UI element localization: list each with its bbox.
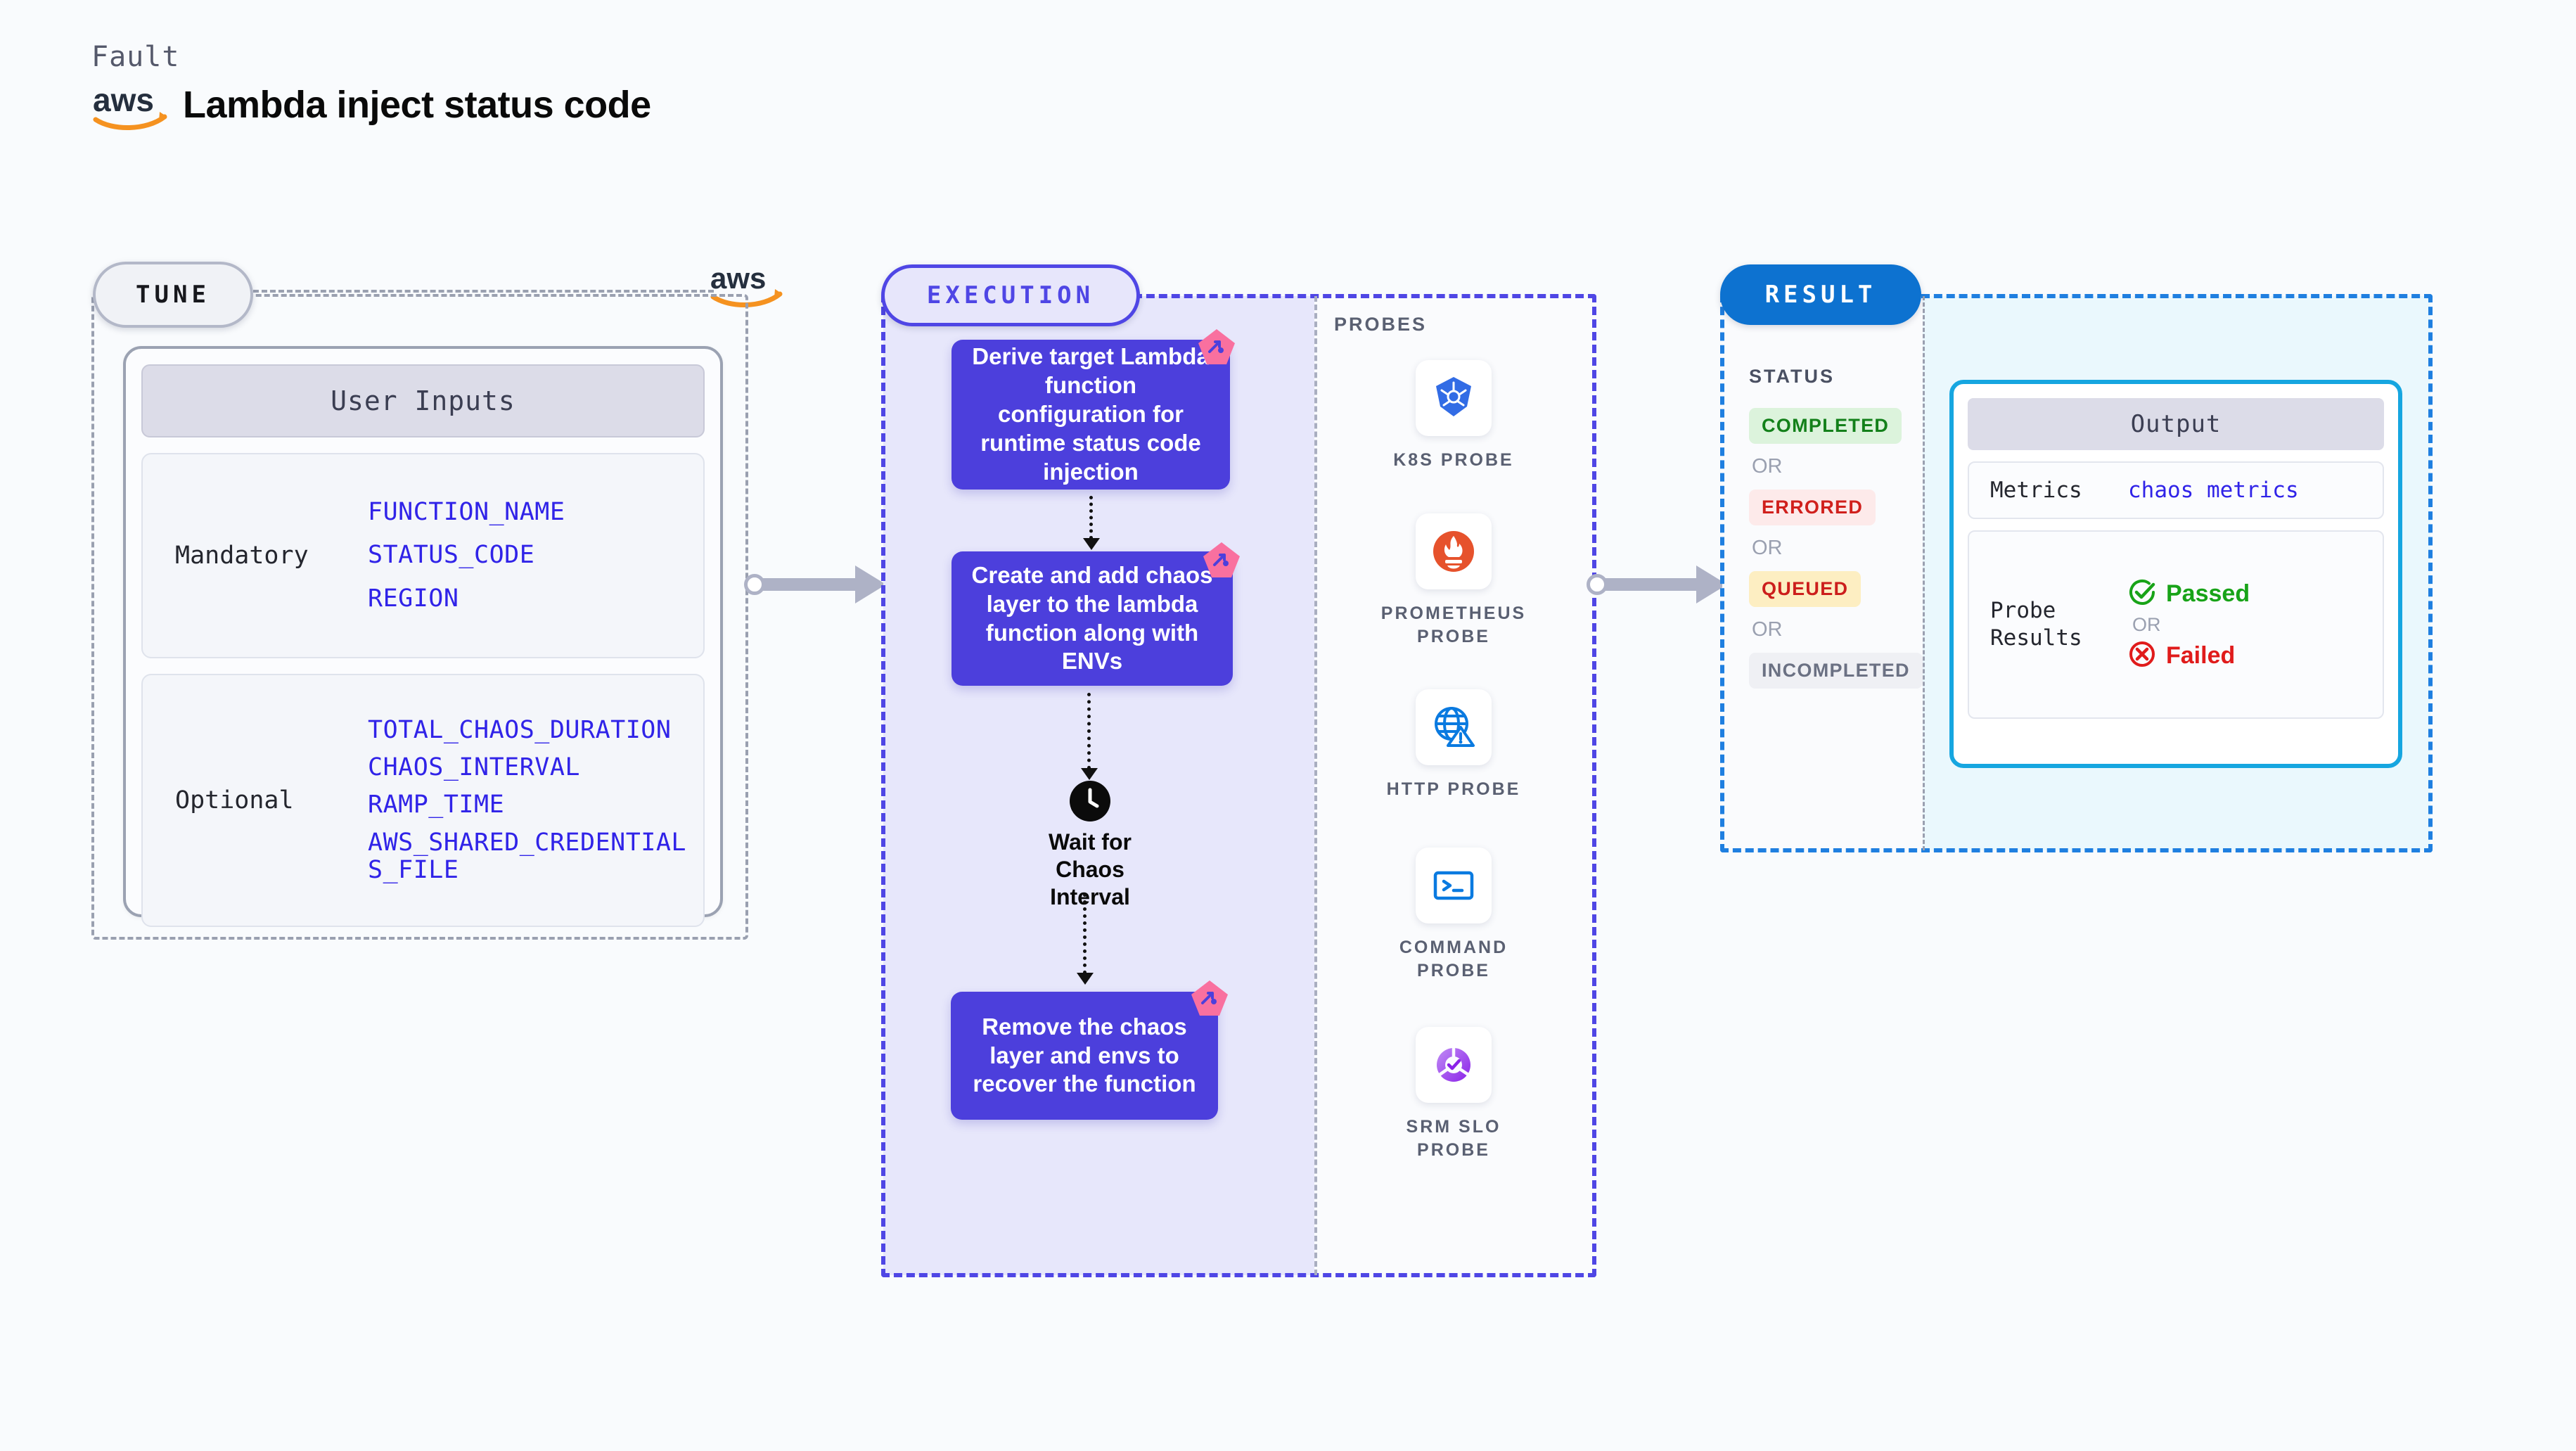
input-var: TOTAL_CHAOS_DURATION [368, 716, 672, 745]
probe-item-command[interactable]: COMMAND PROBE [1369, 848, 1538, 982]
flow-arrow-head [1081, 768, 1098, 780]
svg-text:aws: aws [93, 82, 154, 118]
probe-label: HTTP PROBE [1386, 779, 1521, 799]
optional-label: Optional [175, 786, 294, 814]
input-var: REGION [368, 584, 459, 613]
fault-label: Fault [91, 41, 180, 73]
aws-badge-icon: aws [710, 259, 783, 311]
execution-step[interactable]: Derive target Lambda function configurat… [951, 340, 1230, 490]
execution-probes-divider [1314, 296, 1317, 1275]
connector-execution-to-result [1587, 560, 1733, 609]
probes-background [1314, 296, 1594, 1275]
input-var: RAMP_TIME [368, 791, 505, 819]
or-separator: OR [1752, 537, 1783, 559]
connector-shaft [757, 578, 869, 591]
probe-item-http[interactable]: HTTP PROBE [1369, 689, 1538, 801]
svg-text:aws: aws [710, 262, 766, 295]
mandatory-label: Mandatory [175, 542, 309, 570]
probe-results-label: Probe Results [1990, 598, 2082, 651]
wait-for-chaos-interval-node: Wait for Chaos Interval [1013, 781, 1167, 911]
status-badge: QUEUED [1749, 571, 1861, 607]
page-header: Fault aws Lambda inject status code [91, 41, 651, 131]
output-title: Output [1968, 398, 2384, 450]
connector-tune-to-execution [744, 560, 892, 609]
probe-item-prometheus[interactable]: PROMETHEUS PROBE [1369, 513, 1538, 648]
status-list: COMPLETED OR ERRORED OR QUEUED OR INCOMP… [1749, 408, 1923, 689]
output-probe-results-row: Probe Results Passed OR [1968, 530, 2384, 719]
output-metrics-row: Metrics chaos metrics [1968, 461, 2384, 519]
status-badge: COMPLETED [1749, 408, 1902, 444]
result-section-outline [1720, 294, 2433, 852]
or-separator: OR [1752, 618, 1783, 641]
probe-label: SRM SLO PROBE [1406, 1117, 1501, 1160]
probes-title: PROBES [1334, 314, 1428, 335]
execution-section-pill[interactable]: EXECUTION [881, 264, 1140, 326]
http-globe-icon [1416, 689, 1492, 765]
passed-label: Passed [2166, 580, 2250, 607]
probe-item-k8s[interactable]: K8S PROBE [1369, 360, 1538, 472]
failed-label: Failed [2166, 641, 2236, 669]
flow-arrow-head [1083, 538, 1100, 550]
optional-inputs-group: Optional TOTAL_CHAOS_DURATION CHAOS_INTE… [141, 674, 705, 927]
tune-section-pill[interactable]: TUNE [93, 262, 253, 328]
probe-label: K8S PROBE [1393, 450, 1514, 470]
input-var: STATUS_CODE [368, 541, 535, 570]
input-var: AWS_SHARED_CREDENTIALS_FILE [368, 828, 687, 884]
probe-result-failed: Failed [2128, 640, 2250, 672]
terminal-icon [1416, 848, 1492, 923]
page-title: Lambda inject status code [183, 84, 651, 126]
kubernetes-icon [1416, 360, 1492, 436]
execution-step[interactable]: Create and add chaos layer to the lambda… [951, 551, 1233, 686]
clock-icon [1070, 781, 1110, 822]
input-var: CHAOS_INTERVAL [368, 753, 581, 782]
status-badge: ERRORED [1749, 490, 1876, 525]
mandatory-inputs-group: Mandatory FUNCTION_NAME STATUS_CODE REGI… [141, 453, 705, 658]
flow-arrow-line [1083, 893, 1087, 974]
connector-start-dot [1587, 574, 1608, 595]
probe-item-srm-slo[interactable]: SRM SLO PROBE [1369, 1027, 1538, 1161]
execution-section-outline [881, 294, 1596, 1277]
result-section-pill[interactable]: RESULT [1720, 264, 1921, 325]
flow-arrow-line [1087, 693, 1091, 769]
x-circle-icon [2128, 640, 2156, 672]
connector-shaft [1599, 578, 1710, 591]
connector-arrowhead [855, 565, 886, 603]
result-status-output-divider [1923, 296, 1925, 850]
status-badge: INCOMPLETED [1749, 653, 1923, 689]
input-var: FUNCTION_NAME [368, 498, 565, 527]
prometheus-icon [1416, 513, 1492, 589]
or-separator: OR [2132, 613, 2161, 635]
check-circle-icon [2128, 578, 2156, 610]
connector-start-dot [744, 574, 765, 595]
output-card: Output Metrics chaos metrics Probe Resul… [1949, 380, 2402, 768]
metrics-value[interactable]: chaos metrics [2128, 478, 2299, 503]
tune-aws-connector-line [253, 290, 714, 293]
user-inputs-card: User Inputs Mandatory FUNCTION_NAME STAT… [123, 346, 723, 927]
wait-node-label: Wait for Chaos Interval [1049, 829, 1132, 910]
execution-step[interactable]: Remove the chaos layer and envs to recov… [951, 992, 1218, 1120]
probe-result-passed: Passed [2128, 578, 2250, 610]
probe-label: PROMETHEUS PROBE [1380, 603, 1527, 646]
flow-arrow-head [1077, 973, 1094, 985]
flow-arrow-line [1089, 496, 1093, 539]
status-title: STATUS [1749, 366, 1835, 387]
tune-section-outline [91, 294, 748, 940]
aws-logo-icon: aws [91, 79, 169, 131]
srm-slo-icon [1416, 1027, 1492, 1103]
user-inputs-title: User Inputs [141, 364, 705, 437]
metrics-label: Metrics [1990, 477, 2082, 503]
or-separator: OR [1752, 455, 1783, 478]
probe-label: COMMAND PROBE [1399, 938, 1508, 980]
